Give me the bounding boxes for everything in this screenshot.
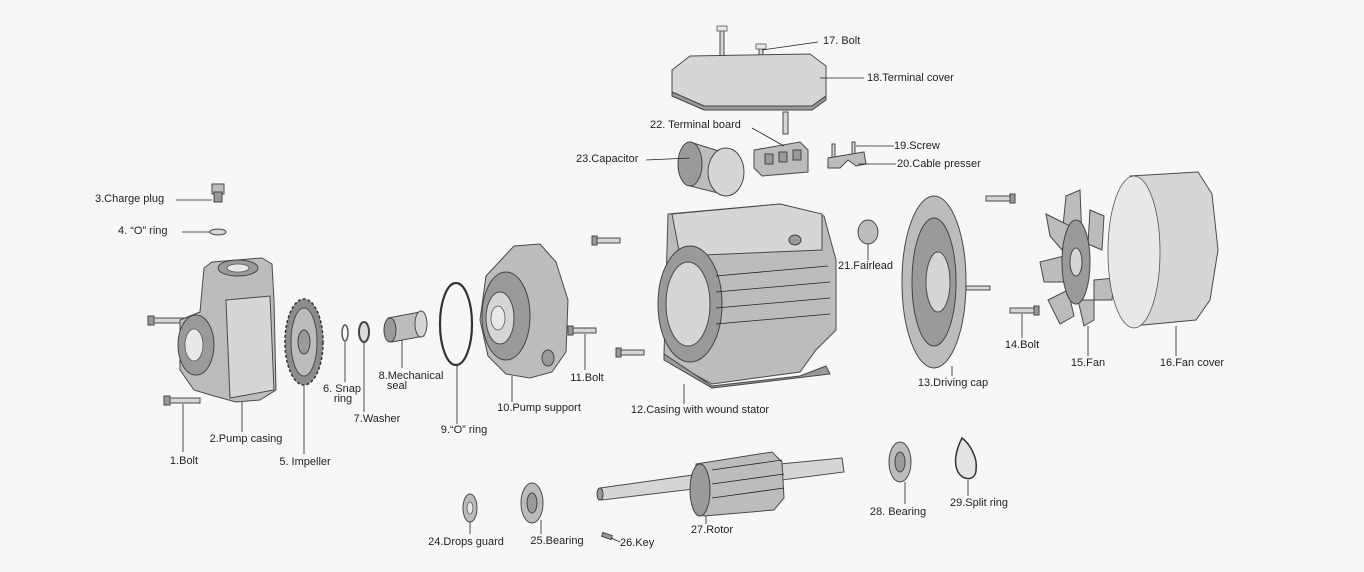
terminal-cover — [671, 53, 827, 111]
label-6-snap-ring-line2: ring — [333, 393, 353, 405]
label-26-key: 26.Key — [620, 537, 655, 549]
label-25-bearing: 25.Bearing — [530, 535, 584, 547]
label-24-drops-guard: 24.Drops guard — [428, 536, 504, 548]
pump-casing — [177, 257, 277, 403]
bearing-28-bore — [894, 451, 906, 473]
label-10-pump-support: 10.Pump support — [497, 402, 581, 414]
label-23-capacitor: 23.Capacitor — [576, 153, 639, 165]
label-19-screw: 19.Screw — [894, 140, 940, 152]
label-12-casing-with-wound-stator: 12.Casing with wound stator — [630, 404, 770, 416]
bearing-25-bore — [526, 492, 538, 514]
mechanical-seal — [383, 310, 428, 343]
label-21-fairlead: 21.Fairlead — [838, 260, 894, 272]
label-8-mechanical-seal-line1: 8.Mechanical — [378, 370, 444, 382]
split-ring — [954, 436, 978, 480]
fairlead — [857, 219, 879, 245]
label-14-bolt: 14.Bolt — [1004, 339, 1040, 351]
rotor — [596, 451, 845, 517]
label-5-impeller: 5. Impeller — [279, 456, 331, 468]
label-20-cable-presser: 20.Cable presser — [897, 158, 981, 170]
capacitor — [677, 141, 745, 197]
label-28-bearing: 28. Bearing — [869, 506, 927, 518]
drops-guard-hole — [466, 501, 474, 515]
fan — [1039, 189, 1115, 327]
label-17-bolt: 17. Bolt — [823, 35, 861, 47]
leader-lines — [176, 41, 1177, 543]
label-2-pump-casing: 2.Pump casing — [209, 433, 283, 445]
snap-ring — [341, 324, 349, 342]
pump-support — [479, 243, 569, 379]
label-22-terminal-board: 22. Terminal board — [650, 119, 741, 131]
label-1-bolt: 1.Bolt — [169, 455, 199, 467]
o-ring-9 — [438, 281, 474, 367]
bolts-11 — [567, 235, 645, 358]
o-ring-4 — [209, 228, 227, 236]
driving-cap — [901, 195, 991, 369]
label-18-terminal-cover: 18.Terminal cover — [867, 72, 954, 84]
label-8-mechanical-seal-line2: seal — [386, 380, 408, 392]
label-13-driving-cap: 13.Driving cap — [917, 377, 989, 389]
cable-presser — [827, 141, 867, 169]
stator-casing — [657, 203, 837, 389]
label-11-bolt: 11.Bolt — [570, 372, 604, 384]
label-4-o-ring: 4. “O” ring — [118, 225, 168, 237]
label-7-washer: 7.Washer — [353, 413, 401, 425]
label-15-fan: 15.Fan — [1070, 357, 1106, 369]
label-9-o-ring: 9.“O” ring — [440, 424, 488, 436]
impeller — [284, 298, 324, 386]
terminal-board — [753, 111, 809, 177]
label-29-split-ring: 29.Split ring — [949, 497, 1009, 509]
charge-plug — [211, 183, 225, 203]
label-16-fan-cover: 16.Fan cover — [1159, 357, 1225, 369]
key — [600, 531, 614, 541]
washer — [358, 321, 370, 343]
label-6-snap-ring-line1: 6. Snap — [323, 383, 361, 395]
label-27-rotor: 27.Rotor — [690, 524, 734, 536]
bolts-14 — [985, 193, 1040, 316]
fan-cover — [1107, 171, 1219, 329]
label-3-charge-plug: 3.Charge plug — [95, 193, 165, 205]
